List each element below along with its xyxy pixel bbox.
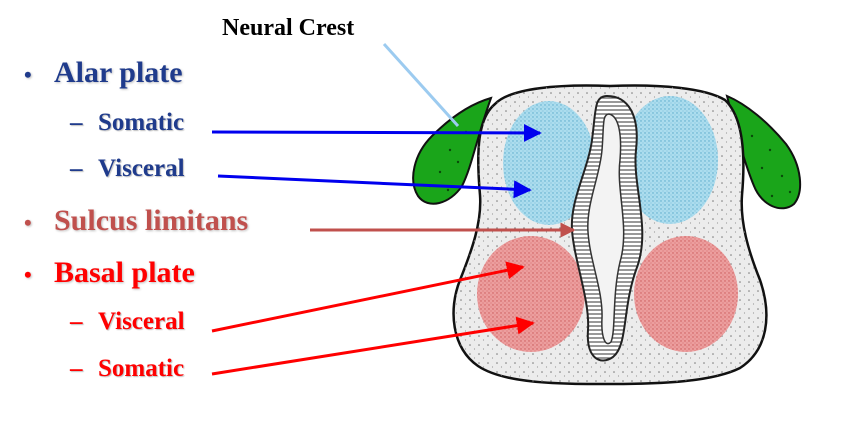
sulcus-limitans-label: Sulcus limitans [54, 204, 249, 237]
basal-visceral-arrow [211, 261, 525, 333]
bullet-marker: • [24, 262, 32, 287]
dash-marker: – [70, 308, 83, 335]
basal-plate-left [477, 236, 585, 352]
alar-plate-label: Alar plate [54, 56, 183, 89]
alar-somatic-arrow [211, 123, 542, 142]
basal-plate-item: • Basal plate [24, 256, 195, 290]
alar-visceral-label: Visceral [98, 155, 185, 182]
basal-plate-right [634, 236, 738, 352]
neural-crest-label: Neural Crest [222, 15, 355, 41]
basal-visceral-item: –Visceral [70, 308, 185, 336]
neural-crest-left [412, 96, 493, 205]
bullet-marker: • [24, 62, 32, 87]
alar-somatic-label: Somatic [98, 109, 185, 136]
dash-marker: – [70, 109, 83, 136]
central-canal [587, 113, 625, 345]
alar-plate-right [622, 96, 718, 224]
sulcus-limitans-item: • Sulcus limitans [24, 204, 248, 238]
alar-visceral-arrow [217, 174, 532, 199]
bullet-marker: • [24, 210, 32, 235]
basal-somatic-arrow [211, 316, 535, 376]
basal-somatic-item: –Somatic [70, 355, 184, 383]
basal-somatic-label: Somatic [98, 355, 185, 382]
basal-plate-label: Basal plate [54, 256, 195, 289]
alar-visceral-item: –Visceral [70, 155, 185, 183]
neural-crest-arrow [382, 42, 460, 128]
alar-plate-item: • Alar plate [24, 56, 183, 90]
dash-marker: – [70, 155, 83, 182]
basal-visceral-label: Visceral [98, 308, 185, 335]
alar-somatic-item: –Somatic [70, 109, 184, 137]
dash-marker: – [70, 355, 83, 382]
